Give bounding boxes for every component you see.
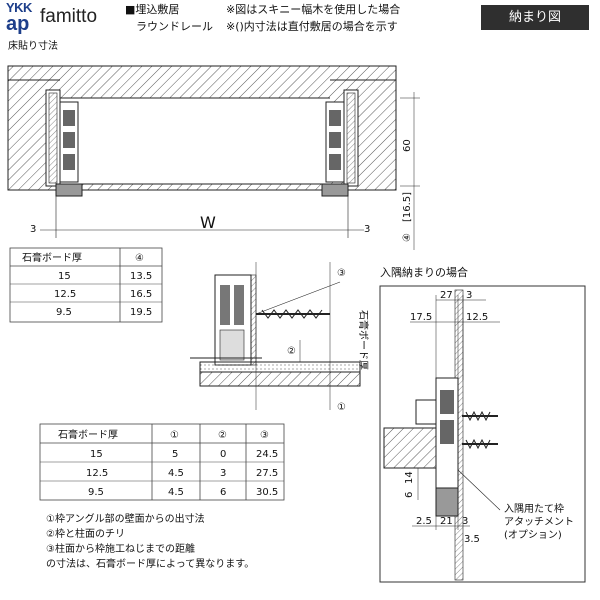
- top-plan-view: W 3 3 60 [16.5] ④: [7, 65, 420, 250]
- callout-line3: (オプション): [504, 529, 562, 541]
- t2-header-2: ②: [218, 430, 227, 441]
- t1-cell: 12.5: [54, 289, 76, 300]
- middle-section-view: ③ ② ① 石膏ボード厚: [190, 262, 370, 413]
- t2-cell: 6: [220, 487, 226, 498]
- ykk-logo-bottom: ap: [6, 13, 30, 35]
- dim-2-5: 2.5: [416, 516, 432, 527]
- corner-detail-view: 入隅納まりの場合 27 3 17.5 12.5: [379, 265, 586, 583]
- right-jamb: [321, 89, 359, 197]
- subtitle: 床貼り寸法: [8, 41, 58, 52]
- callout-line2: アタッチメント: [504, 516, 574, 528]
- t2-cell: 5: [172, 449, 178, 460]
- t1-cell: 19.5: [130, 307, 152, 318]
- circle-1: ①: [337, 402, 346, 413]
- table2: 石膏ボード厚 ① ② ③ 15 5 0 24.5 12.5 4.5 3 27.5…: [39, 423, 285, 501]
- dim-3-top: 3: [466, 290, 472, 301]
- note-parenthesis: ※()内寸法は直付敷居の場合を示す: [226, 20, 398, 33]
- t2-cell: 0: [220, 449, 226, 460]
- ykk-logo-top: YKK: [6, 0, 32, 15]
- dim-right-3: 3: [364, 224, 370, 235]
- t2-cell: 30.5: [256, 487, 278, 498]
- t2-header-1: ①: [170, 430, 179, 441]
- note-skinny: ※図はスキニー幅木を使用した場合: [226, 3, 401, 16]
- circle-4-label: ④: [402, 233, 413, 242]
- t2-cell: 3: [220, 468, 226, 479]
- note-1: ①枠アングル部の壁面からの出寸法: [46, 512, 205, 525]
- circle-3: ③: [337, 268, 346, 279]
- t2-header-3: ③: [260, 430, 269, 441]
- t2-cell: 27.5: [256, 468, 278, 479]
- corner-title: 入隅納まりの場合: [380, 265, 468, 279]
- dim-12-5: 12.5: [466, 312, 488, 323]
- dim-21: 21: [440, 516, 453, 527]
- callout-line1: 入隅用たて枠: [504, 502, 564, 515]
- note-4: の寸法は、石膏ボード厚によって異なります。: [46, 557, 254, 570]
- t1-header-4: ④: [135, 253, 144, 264]
- product-line1: ■埋込敷居: [125, 3, 180, 16]
- dim-27: 27: [440, 290, 453, 301]
- circle-2: ②: [287, 346, 296, 357]
- t2-cell: 12.5: [86, 468, 108, 479]
- dim-6: 6: [404, 492, 415, 498]
- product-line2: ラウンドレール: [136, 20, 213, 33]
- dim-16-5: [16.5]: [402, 192, 413, 222]
- dim-3-bottom: 3: [462, 516, 468, 527]
- t2-cell: 4.5: [168, 487, 184, 498]
- t2-cell: 15: [90, 449, 103, 460]
- t2-cell: 24.5: [256, 449, 278, 460]
- dim-14: 14: [404, 471, 415, 484]
- t1-header-board: 石膏ボード厚: [22, 251, 82, 264]
- notes: ①枠アングル部の壁面からの出寸法 ②枠と柱面のチリ ③柱面から枠施工ねじまでの距…: [46, 512, 254, 570]
- dim-w: W: [200, 213, 216, 232]
- dim-3-5: 3.5: [464, 534, 480, 545]
- t1-cell: 15: [58, 271, 71, 282]
- door-opening: [60, 98, 330, 184]
- brand-name: famitto: [40, 6, 98, 27]
- t1-cell: 16.5: [130, 289, 152, 300]
- board-thickness-label: 石膏ボード厚: [357, 310, 370, 370]
- t1-cell: 9.5: [56, 307, 72, 318]
- dim-60: 60: [402, 139, 413, 152]
- note-3: ③柱面から枠施工ねじまでの距離: [46, 542, 195, 555]
- table1: 石膏ボード厚 ④ 15 13.5 12.5 16.5 9.5 19.5: [9, 247, 163, 323]
- note-2: ②枠と柱面のチリ: [46, 527, 125, 540]
- t2-cell: 4.5: [168, 468, 184, 479]
- dim-17-5: 17.5: [410, 312, 432, 323]
- t2-cell: 9.5: [88, 487, 104, 498]
- section-tag: 納まり図: [481, 5, 589, 30]
- t1-cell: 13.5: [130, 271, 152, 282]
- dim-left-3: 3: [30, 224, 36, 235]
- left-jamb: [45, 89, 83, 197]
- t2-header-board: 石膏ボード厚: [58, 428, 118, 441]
